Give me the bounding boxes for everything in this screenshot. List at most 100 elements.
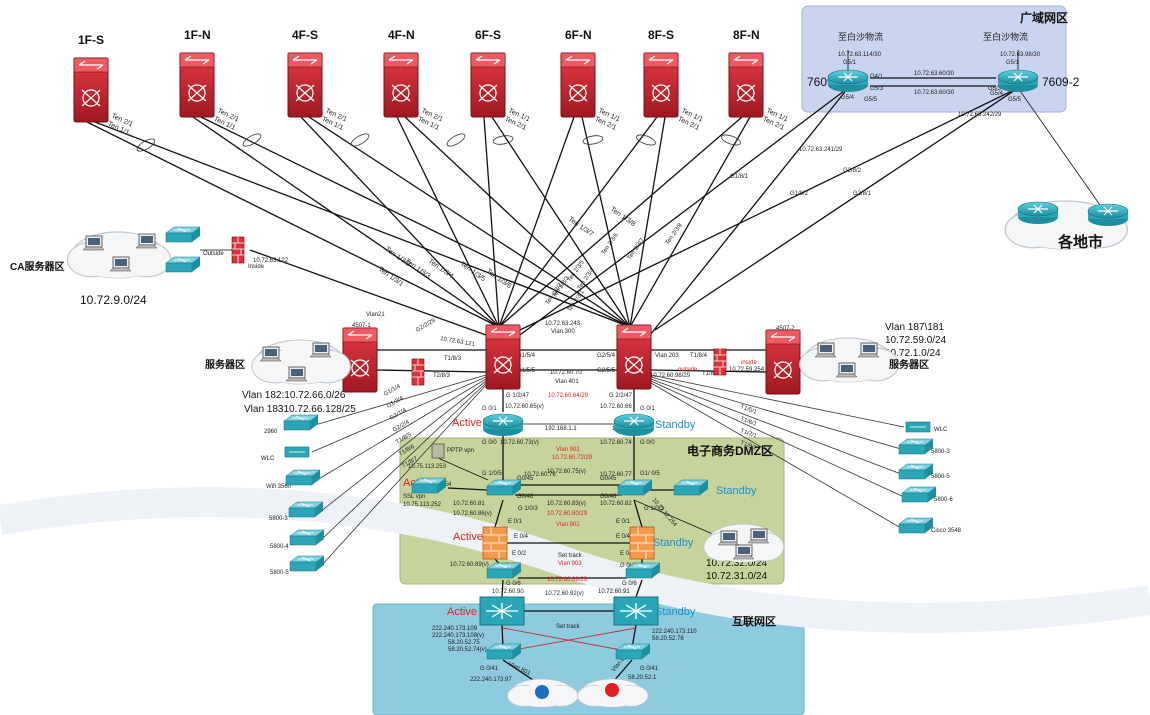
link-line	[649, 87, 849, 336]
dmz-fw-port: E 0/4	[616, 534, 631, 540]
dmz-switch-ip: 10.72.60.76	[524, 472, 556, 478]
dmz-router-active-icon[interactable]	[482, 413, 524, 437]
dmz-switch-ip: 10.72.60.81	[453, 501, 485, 507]
dmz-switch-active-icon[interactable]	[486, 479, 522, 496]
dmz-switch-port-right: G0/45	[600, 476, 617, 482]
dmz-switch-ip: 10.72.60.86(v)	[453, 511, 492, 517]
server-port-left: T1/8/3	[444, 356, 462, 362]
server-vlan21: Vlan21	[366, 312, 385, 318]
dmz-bottom-switch-left-icon	[486, 562, 522, 579]
dmz-switch-port-left: G0/45	[517, 476, 534, 482]
dmz-firewall-active-icon[interactable]	[482, 526, 508, 560]
dmz-fw-port: E 0/1	[616, 519, 631, 525]
floor-switch-1f-s[interactable]	[73, 57, 109, 123]
server-vlan-left: Vlan 18310.72.66.128/25	[244, 404, 356, 415]
core-port-label: Ten 2/3/6	[601, 232, 620, 256]
dmz-fw-port: E 0/2	[512, 551, 527, 557]
router-7609-1-icon[interactable]	[827, 69, 869, 93]
link-line	[437, 457, 489, 481]
link-line	[502, 627, 637, 653]
ca-switch-icon	[165, 256, 201, 273]
server-port-right: 10.72.59.254	[729, 367, 765, 373]
server-vlan-right: Vlan 187\181	[885, 322, 944, 333]
link-line	[320, 384, 487, 567]
dmz-vlan903: Vlan 903	[558, 561, 582, 567]
link-line	[200, 116, 631, 328]
dmz-router-standby-icon[interactable]	[613, 413, 655, 437]
ca-outside-label: Outside	[203, 251, 224, 257]
internet-switch-standby-icon[interactable]	[613, 596, 659, 626]
core-vlan300-ip: 10.72.63.243	[545, 321, 581, 327]
dmz-firewall-standby-icon[interactable]	[629, 526, 655, 560]
wan-ip-1: 10.72.63.114/30	[838, 52, 882, 58]
dmz-ssl-ip: 10.75.113.252	[403, 502, 442, 508]
dmz-pptp-ip: 10.75.113.253	[408, 464, 447, 470]
floor-switch-1f-n[interactable]	[179, 52, 215, 118]
core-right-ip: 10.72.60.66	[600, 404, 632, 410]
server-switch-4507-2[interactable]	[765, 329, 801, 395]
internet-left-ip: 58.20.52.75	[448, 640, 480, 646]
internet-zone	[372, 603, 805, 715]
wan-port-label: G5/5	[1008, 97, 1022, 103]
dmz-ip89: 10.72.60.89(v)	[450, 562, 489, 568]
dmz-switch-port-left: G 1/0/3	[518, 506, 538, 512]
pc-icon	[309, 342, 332, 358]
china-unicom-logo-icon	[605, 683, 619, 697]
internet-zone-title: 互联网区	[732, 614, 776, 628]
dmz-vlan902-subnet: 10.72.60.80/29	[547, 511, 588, 517]
floor-switch-8f-n[interactable]	[728, 52, 764, 118]
access-5800-4-left-icon	[289, 529, 325, 546]
dmz-vlan901-subnet: 10.72.60.72/29	[552, 455, 593, 461]
server-port-right: T1/8/4	[702, 371, 720, 377]
floor-switch-4f-s[interactable]	[287, 52, 323, 118]
floor-switch-6f-n[interactable]	[560, 52, 596, 118]
floor-switch-label: 6F-S	[475, 28, 501, 42]
floor-switch-label: 1F-S	[78, 33, 104, 47]
pc-icon	[82, 235, 105, 251]
access-device-label-right: 5800-5	[931, 474, 950, 480]
dmz-switch-standby-icon[interactable]	[617, 479, 653, 496]
floor-switch-group	[73, 52, 764, 123]
dmz-switch-port-right: G 1/0/3	[644, 506, 664, 512]
link-bundle-marker	[636, 134, 656, 146]
core-port-right: G 2/2/47	[609, 393, 633, 399]
dmz-g01-right: G 0/1	[640, 406, 655, 412]
link-line	[498, 116, 658, 328]
wan-port-label: G4/1	[870, 74, 884, 80]
wan-port-1: G5/1	[843, 60, 857, 66]
access-cisco-3548-icon	[898, 517, 934, 534]
internet-ip97: 222.240.173.97	[470, 677, 512, 683]
wan-downlink-label: G1/8/1	[730, 174, 749, 180]
link-bundle-marker	[721, 134, 741, 146]
internet-ip92: 10.72.60.92(v)	[545, 591, 584, 597]
floor-switch-6f-s[interactable]	[470, 52, 506, 118]
access-device-label-left: 5800-4	[270, 544, 289, 550]
internet-settrack: Set track	[556, 624, 581, 630]
core-access-port-right: T1/5/1	[739, 404, 758, 416]
cities-title: 各地市	[1057, 233, 1103, 251]
floor-switch-4f-n[interactable]	[383, 52, 419, 118]
core-switch-right[interactable]	[616, 324, 652, 390]
internet-g06-left: G 0/6	[506, 581, 521, 587]
dmz-right-standby: Standby	[716, 485, 757, 497]
internet-standby: Standby	[655, 606, 696, 618]
dmz-g00-left: G 0/0	[482, 440, 497, 446]
internet-g06-right: G 0/6	[622, 581, 637, 587]
dmz-router-standby: Standby	[655, 419, 696, 431]
link-line	[581, 116, 631, 328]
link-line	[498, 116, 743, 328]
core-port-left: G1/5/5	[517, 368, 536, 374]
dmz-settrack: Set track	[558, 553, 583, 559]
internet-switch-active-icon[interactable]	[479, 596, 525, 626]
floor-switch-8f-s[interactable]	[643, 52, 679, 118]
link-bundle-marker	[242, 133, 262, 147]
access-5800-5-right-icon	[898, 463, 934, 480]
core-port-label: Ten 2/3/8	[665, 222, 684, 246]
server-switch-name-left: 4507-1	[352, 323, 371, 329]
server-port-right: T1/8/4	[690, 353, 708, 359]
internet-left-ip: 58.20.52.74(v)	[448, 647, 487, 653]
dmz-switch-ip: 10.72.60.75(v)	[547, 469, 586, 475]
router-7609-2-icon[interactable]	[997, 69, 1039, 93]
core-switch-left[interactable]	[485, 324, 521, 390]
dmz-vlan902: Vlan 902	[556, 522, 580, 528]
